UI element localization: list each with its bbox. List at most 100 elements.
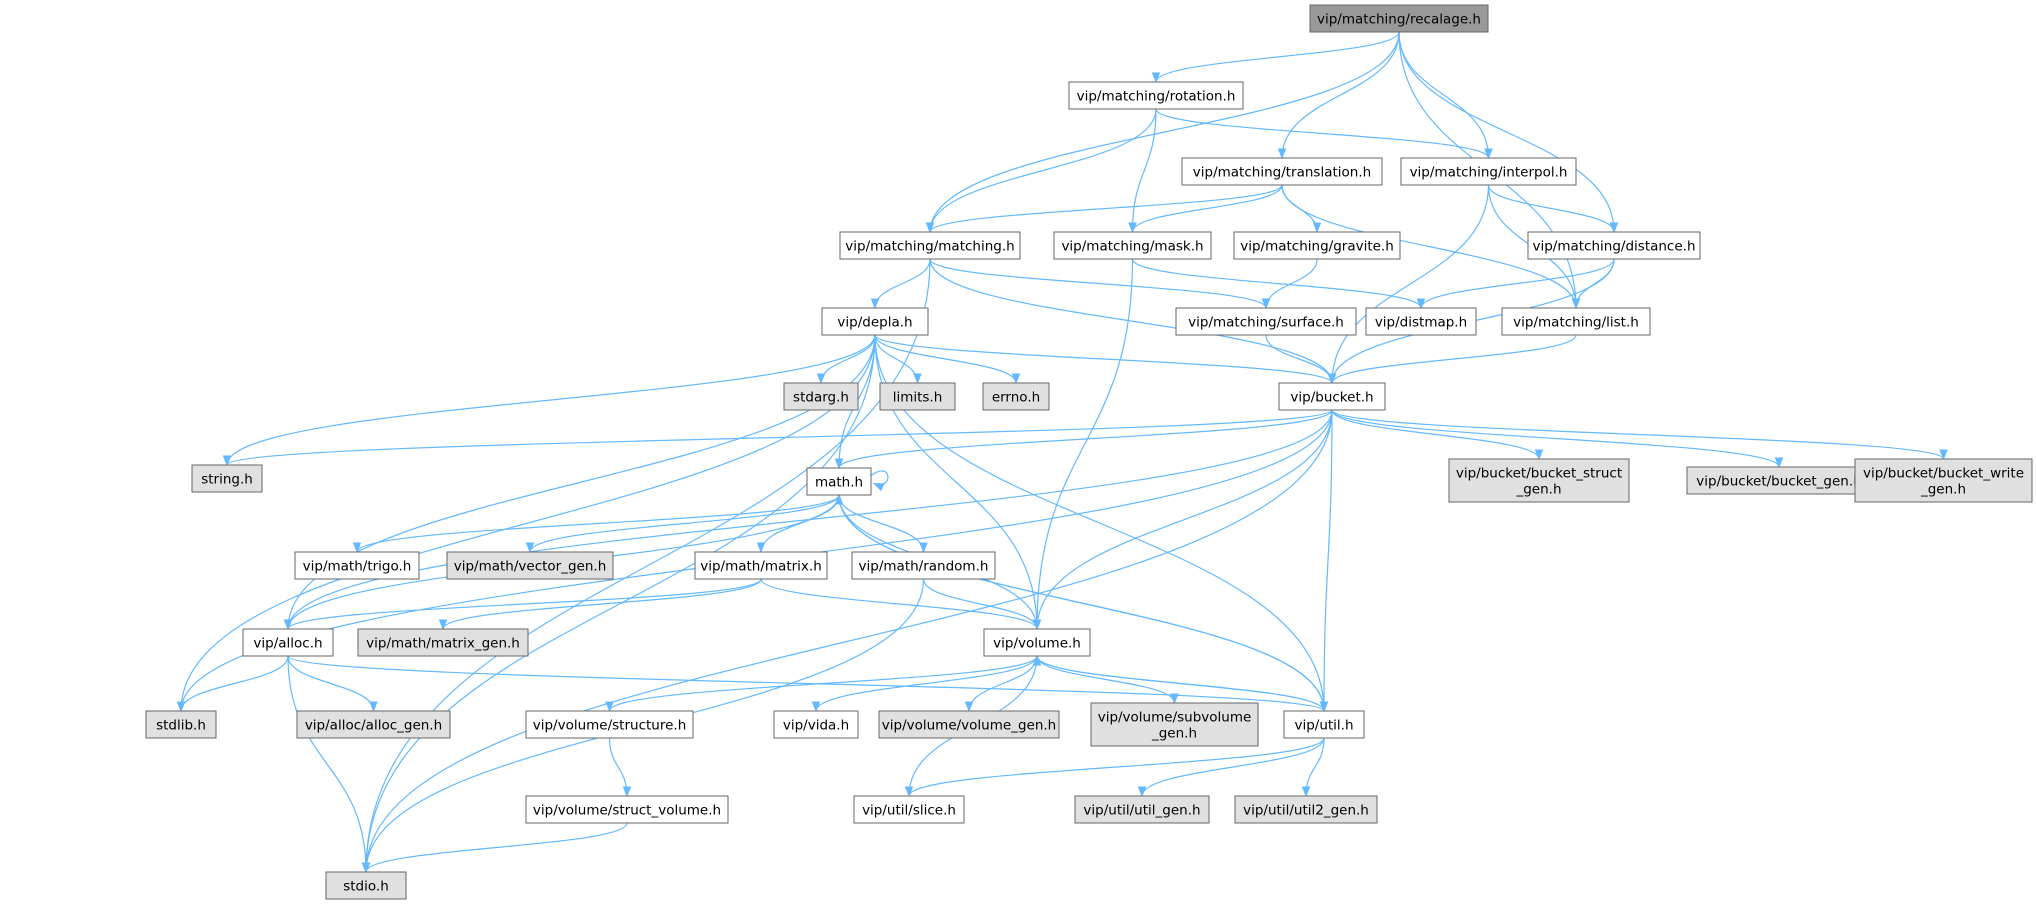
node-box-matching	[839, 231, 1021, 260]
node-label-math: math.h	[815, 475, 863, 491]
node-label-utilgen: vip/util/util_gen.h	[1083, 803, 1200, 819]
edge-translation-to-list	[1281, 184, 1581, 310]
node-box-gravite	[1233, 231, 1401, 260]
node-subvol: vip/volume/subvolume_gen.h	[1090, 702, 1259, 747]
node-stdarg: stdarg.h	[783, 382, 859, 411]
edge-structvol-to-stdio	[361, 822, 628, 874]
node-label-stdlib: stdlib.h	[156, 718, 206, 734]
node-depla[interactable]: vip/depla.h	[821, 307, 929, 336]
edge-matrix-to-volume	[760, 578, 1042, 631]
node-label-allocgen: vip/alloc/alloc_gen.h	[305, 718, 442, 734]
node-vecgen: vip/math/vector_gen.h	[446, 551, 614, 580]
node-label-stdarg: stdarg.h	[793, 390, 849, 406]
edge-bucket-to-bstruct	[1331, 409, 1544, 461]
edge-interpol-to-distance	[1487, 184, 1619, 234]
edge-volume-to-subvol	[1036, 655, 1179, 705]
node-label-slice: vip/util/slice.h	[862, 803, 956, 819]
node-box-mask	[1053, 231, 1212, 260]
node-alloc[interactable]: vip/alloc.h	[242, 628, 334, 657]
node-distmap[interactable]: vip/distmap.h	[1365, 307, 1477, 336]
edge-depla-to-string	[222, 334, 876, 467]
node-stdio: stdio.h	[325, 871, 407, 900]
node-matching[interactable]: vip/matching/matching.h	[839, 231, 1021, 260]
node-util[interactable]: vip/util.h	[1283, 710, 1365, 739]
node-label-structvol: vip/volume/struct_volume.h	[533, 803, 721, 819]
node-trigo[interactable]: vip/math/trigo.h	[294, 551, 420, 580]
node-structvol[interactable]: vip/volume/struct_volume.h	[525, 795, 729, 824]
node-box-limits	[879, 382, 956, 411]
node-box-depla	[821, 307, 929, 336]
node-bucket[interactable]: vip/bucket.h	[1278, 382, 1386, 411]
node-vstruct[interactable]: vip/volume/structure.h	[525, 710, 694, 739]
node-box-vida	[773, 710, 859, 739]
node-label-stdio: stdio.h	[343, 879, 389, 895]
node-label-trigo: vip/math/trigo.h	[303, 559, 412, 575]
node-bwrite: vip/bucket/bucket_write_gen.h	[1854, 458, 2033, 503]
node-label-util: vip/util.h	[1294, 718, 1353, 734]
node-box-alloc	[242, 628, 334, 657]
node-label-recalage: vip/matching/recalage.h	[1317, 12, 1481, 28]
edge-matching-to-surface	[929, 258, 1271, 310]
node-matrix[interactable]: vip/math/matrix.h	[694, 551, 828, 580]
node-list[interactable]: vip/matching/list.h	[1501, 307, 1651, 336]
node-random[interactable]: vip/math/random.h	[851, 551, 996, 580]
node-vida[interactable]: vip/vida.h	[773, 710, 859, 739]
edge-bucket-to-stdio	[361, 409, 1333, 874]
node-distance[interactable]: vip/matching/distance.h	[1527, 231, 1701, 260]
edge-interpol-to-bucket	[1327, 184, 1490, 385]
edge-recalage-to-distance	[1398, 31, 1619, 234]
edge-volume-to-volgen	[964, 655, 1038, 713]
node-recalage[interactable]: vip/matching/recalage.h	[1309, 4, 1489, 33]
edge-bucket-to-volume	[1032, 409, 1333, 631]
node-box-slice	[853, 795, 965, 824]
edge-bucket-to-bwrite	[1331, 409, 1948, 461]
edges-layer	[176, 31, 1948, 874]
edge-matching-to-stdio	[361, 258, 931, 874]
node-box-bwrite	[1854, 458, 2033, 503]
node-label-matgen: vip/math/matrix_gen.h	[366, 636, 520, 652]
edge-recalage-to-interpol	[1398, 31, 1493, 160]
node-mask[interactable]: vip/matching/mask.h	[1053, 231, 1212, 260]
node-label-volgen: vip/volume/volume_gen.h	[882, 718, 1056, 734]
node-rotation[interactable]: vip/matching/rotation.h	[1068, 81, 1244, 110]
edge-bucket-to-math	[834, 409, 1333, 470]
node-surface[interactable]: vip/matching/surface.h	[1175, 307, 1357, 336]
node-box-math	[806, 467, 872, 496]
edge-recalage-to-rotation	[1151, 31, 1400, 84]
node-label-errno: errno.h	[992, 390, 1040, 406]
edge-depla-to-bucket	[874, 334, 1337, 385]
edge-math-to-math	[870, 470, 889, 492]
node-box-stdio	[325, 871, 407, 900]
node-label-vecgen: vip/math/vector_gen.h	[454, 559, 607, 575]
nodes-layer: vip/matching/recalage.h vip/matching/rota…	[145, 4, 2033, 900]
node-box-bucket	[1278, 382, 1386, 411]
node-box-matgen	[357, 628, 529, 657]
node-slice[interactable]: vip/util/slice.h	[853, 795, 965, 824]
node-box-vstruct	[525, 710, 694, 739]
edge-math-to-trigo	[352, 494, 840, 554]
node-box-matrix	[694, 551, 828, 580]
node-label-rotation: vip/matching/rotation.h	[1077, 89, 1236, 105]
node-allocgen: vip/alloc/alloc_gen.h	[296, 710, 451, 739]
node-box-bstruct	[1448, 458, 1630, 503]
node-box-volume	[983, 628, 1091, 657]
edge-bucket-to-bgen	[1331, 409, 1784, 469]
node-string: string.h	[191, 464, 263, 493]
edge-matching-to-depla	[870, 258, 931, 310]
node-label-gravite: vip/matching/gravite.h	[1240, 239, 1394, 255]
edge-volume-to-vstruct	[605, 655, 1038, 713]
node-box-random	[851, 551, 996, 580]
node-limits: limits.h	[879, 382, 956, 411]
node-volume[interactable]: vip/volume.h	[983, 628, 1091, 657]
edge-depla-to-stdarg	[816, 334, 876, 385]
edge-util-to-slice	[904, 737, 1325, 798]
node-math[interactable]: math.h	[806, 467, 872, 496]
edge-bucket-to-util	[1319, 409, 1333, 713]
node-gravite[interactable]: vip/matching/gravite.h	[1233, 231, 1401, 260]
node-interpol[interactable]: vip/matching/interpol.h	[1400, 157, 1577, 186]
node-box-trigo	[294, 551, 420, 580]
node-translation[interactable]: vip/matching/translation.h	[1181, 157, 1383, 186]
edge-alloc-to-stdio	[287, 655, 371, 874]
edge-depla-to-stdio	[361, 334, 876, 874]
